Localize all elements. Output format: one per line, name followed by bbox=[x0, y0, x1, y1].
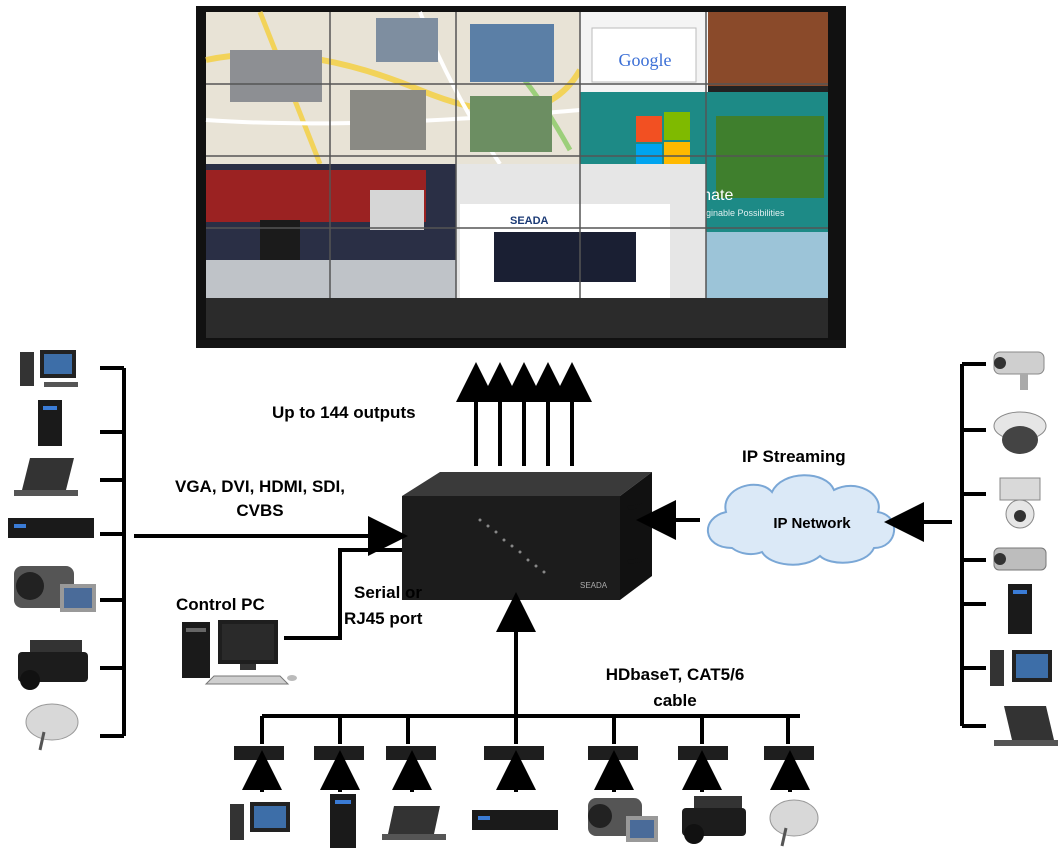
pro-video-camera-icon-bottom bbox=[682, 796, 746, 844]
map-screen bbox=[205, 11, 583, 166]
bottom-input-bus bbox=[260, 592, 800, 744]
browser-screen: Google bbox=[580, 12, 708, 92]
seada-web-logo: SEADA bbox=[510, 215, 549, 227]
right-devices bbox=[990, 351, 1058, 746]
hdbaset-label-line1: HDbaseT, CAT5/6 bbox=[605, 665, 745, 684]
receiver-icon bbox=[484, 746, 544, 760]
video-wall: Google Windows 8 Ultimate Unimaginable P… bbox=[196, 6, 846, 348]
pc-tower-icon-right bbox=[1008, 584, 1032, 634]
hdbaset-label-line2: cable bbox=[653, 691, 697, 710]
right-input-bus bbox=[960, 362, 986, 728]
photo-screen bbox=[706, 232, 828, 298]
website-screen: SEADA bbox=[456, 164, 706, 298]
control-connection bbox=[284, 548, 402, 640]
texture-screen bbox=[708, 12, 828, 86]
inputs-label-line2: CVBS bbox=[236, 501, 284, 520]
laptop-icon bbox=[14, 458, 78, 496]
satellite-dish-icon-bottom bbox=[769, 799, 819, 847]
receiver-icon bbox=[386, 746, 436, 760]
dome-ip-camera-icon bbox=[993, 411, 1047, 454]
bottom-devices bbox=[230, 794, 819, 848]
desktop-pc-icon-bottom bbox=[230, 802, 290, 840]
serial-label-line1: Serial or bbox=[354, 583, 423, 602]
serial-label-line2: RJ45 port bbox=[344, 609, 423, 628]
receiver-icon bbox=[678, 746, 728, 760]
ip-network-cloud bbox=[707, 474, 896, 566]
google-logo-text: Google bbox=[619, 50, 672, 70]
processor-brand: SEADA bbox=[580, 581, 608, 590]
receiver-icon bbox=[314, 746, 364, 760]
receiver-icon bbox=[588, 746, 638, 760]
camcorder-icon-bottom bbox=[588, 798, 658, 842]
ip-streaming-label: IP Streaming bbox=[742, 447, 846, 466]
hdbaset-receivers bbox=[234, 746, 814, 760]
control-pc-label: Control PC bbox=[176, 595, 265, 614]
output-arrows bbox=[456, 362, 592, 466]
ip-network-label: IP Network bbox=[773, 515, 851, 532]
laptop-icon-right bbox=[994, 706, 1058, 746]
windows-subtext: Unimaginable Possibilities bbox=[680, 208, 785, 218]
receiver-icon bbox=[764, 746, 814, 760]
bullet-ip-camera-icon bbox=[993, 351, 1045, 390]
laptop-icon-bottom bbox=[382, 806, 446, 840]
left-input-bus bbox=[100, 366, 408, 738]
control-pc-icon bbox=[182, 620, 297, 685]
ptz-ip-camera-icon bbox=[999, 477, 1041, 529]
receiver-icon bbox=[234, 746, 284, 760]
ip-stream-arrows bbox=[636, 500, 952, 542]
satellite-dish-icon bbox=[25, 703, 79, 751]
pc-tower-icon bbox=[38, 400, 62, 446]
left-devices bbox=[8, 350, 96, 751]
desktop-pc-icon bbox=[20, 350, 78, 387]
video-wall-processor: SEADA bbox=[402, 472, 652, 600]
camcorder-icon bbox=[14, 566, 96, 612]
set-top-box-icon-bottom bbox=[472, 810, 558, 830]
pro-video-camera-icon bbox=[18, 640, 88, 690]
outputs-label: Up to 144 outputs bbox=[272, 403, 416, 422]
bottom-small-arrows bbox=[242, 750, 810, 792]
news-screen bbox=[206, 164, 456, 298]
set-top-box-icon bbox=[8, 518, 94, 538]
pc-tower-icon-bottom bbox=[330, 794, 356, 848]
desktop-pc-icon-right bbox=[990, 650, 1052, 686]
inputs-label-line1: VGA, DVI, HDMI, SDI, bbox=[174, 477, 346, 496]
bullet-camera-icon bbox=[993, 547, 1047, 571]
